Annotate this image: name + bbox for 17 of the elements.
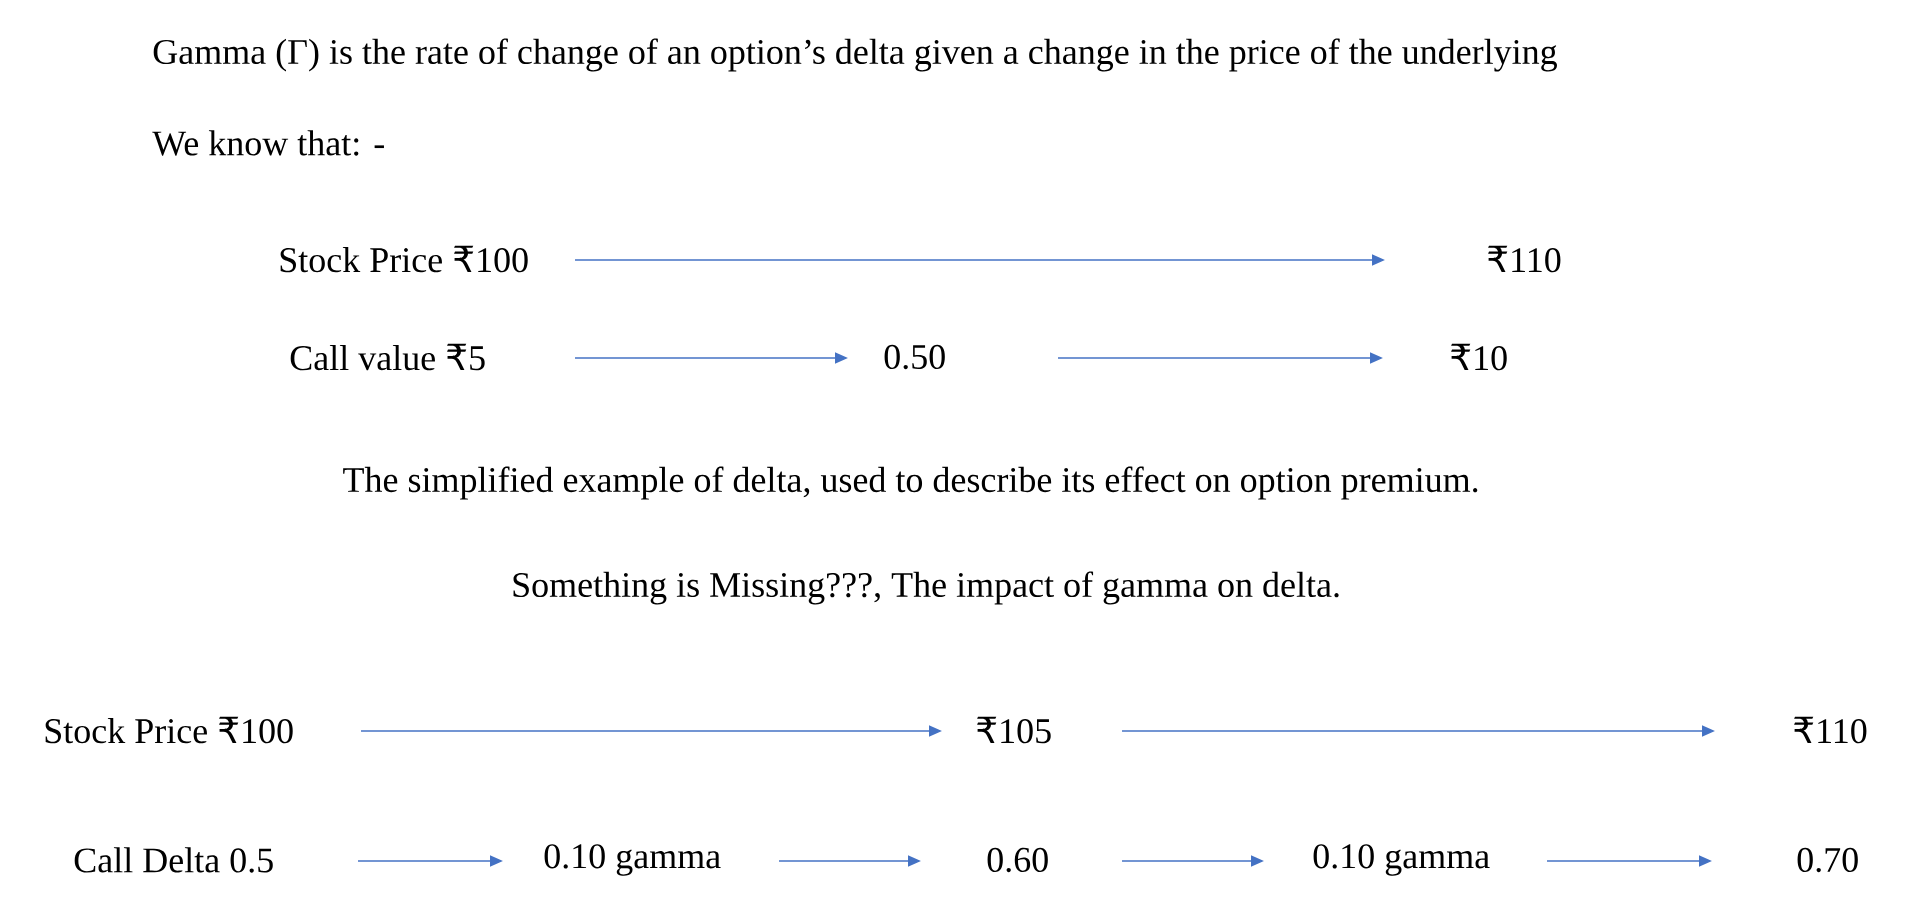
value-text: 0.10 gamma xyxy=(1313,844,1490,876)
value-text: Stock Price ₹100 xyxy=(280,245,528,273)
text-line: We know that: - xyxy=(152,130,384,156)
value-text: Call value ₹5 xyxy=(290,343,485,371)
value-text: 0.50 xyxy=(884,344,945,370)
text-line: Gamma (Γ) is the rate of change of an option’s delta given a change in the price of the underlying xyxy=(153,38,1557,72)
text-line: Something is Missing???, The impact of gamma on delta. xyxy=(513,571,1339,605)
value-text: ₹110 xyxy=(1794,716,1867,744)
text-line: The simplified example of delta, used to describe its effect on option premium. xyxy=(343,466,1478,500)
value-text: 0.10 gamma xyxy=(544,844,721,876)
value-text: 0.70 xyxy=(1797,847,1858,873)
value-text: ₹10 xyxy=(1451,343,1507,371)
value-text: Call Delta 0.5 xyxy=(74,847,273,873)
value-text: ₹105 xyxy=(977,716,1051,744)
value-text: Stock Price ₹100 xyxy=(45,716,293,744)
value-text: ₹110 xyxy=(1488,245,1561,273)
value-text: 0.60 xyxy=(987,847,1048,873)
